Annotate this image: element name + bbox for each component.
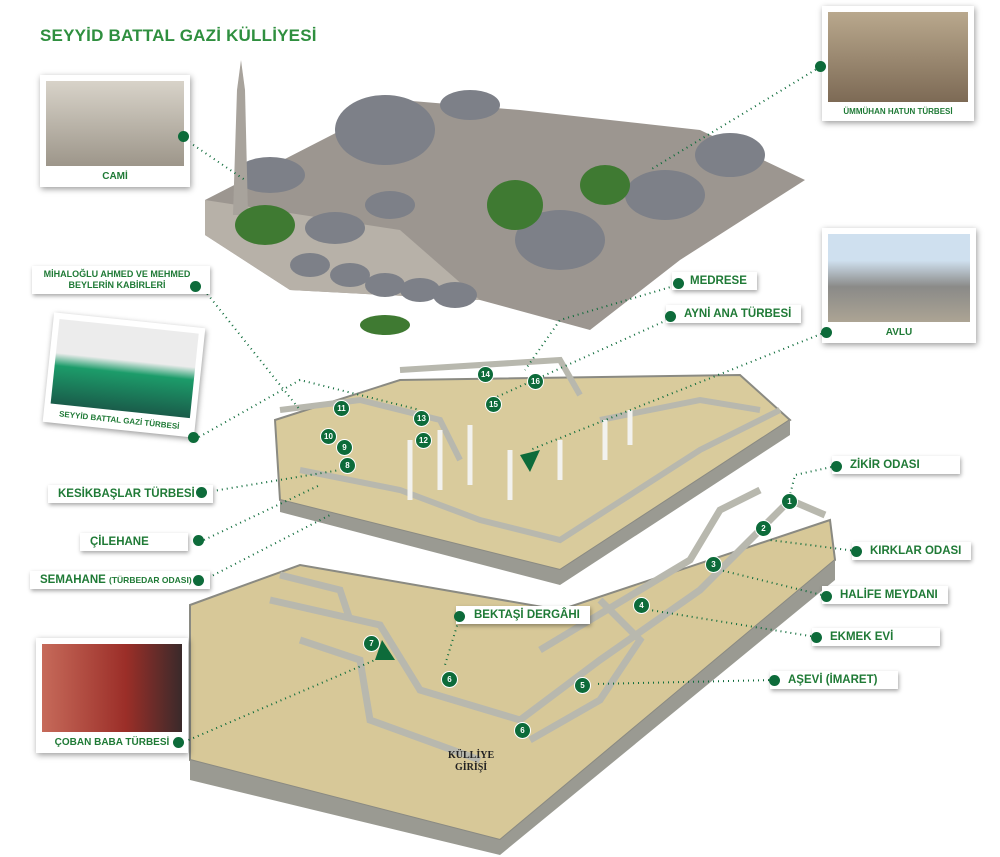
number-marker: 1: [781, 493, 798, 510]
marker-dot: [196, 487, 207, 498]
photo-ummuhan: ÜMMÜHAN HATUN TÜRBESİ: [822, 6, 974, 121]
number-marker: 5: [574, 677, 591, 694]
photo-image: [42, 644, 182, 732]
arrow-icon: [375, 640, 395, 660]
photo-image: [50, 318, 199, 419]
marker-dot: [831, 461, 842, 472]
number-marker: 10: [320, 428, 337, 445]
entrance-line1: KÜLLİYE: [448, 750, 495, 761]
label-ekmek: EKMEK EVİ: [812, 628, 940, 646]
marker-dot: [188, 432, 199, 443]
marker-dot: [173, 737, 184, 748]
entrance-line2: GİRİŞİ: [454, 762, 488, 773]
arrow-icon: [520, 450, 540, 472]
photo-caption: ÜMMÜHAN HATUN TÜRBESİ: [843, 107, 953, 116]
marker-dot: [193, 575, 204, 586]
number-marker: 16: [527, 373, 544, 390]
marker-dot: [193, 535, 204, 546]
label-text: SEMAHANE: [40, 574, 106, 586]
number-marker: 12: [415, 432, 432, 449]
page-title: SEYYİD BATTAL GAZİ KÜLLİYESİ: [40, 26, 317, 45]
label-halife: HALİFE MEYDANI: [822, 586, 948, 604]
number-marker: 8: [339, 457, 356, 474]
leader-lines: [183, 66, 857, 743]
photo-caption: ÇOBAN BABA TÜRBESİ: [54, 737, 170, 748]
marker-dot: [454, 611, 465, 622]
minaret: [233, 60, 248, 215]
domes: [235, 90, 765, 308]
number-marker: 13: [413, 410, 430, 427]
photo-caption: CAMİ: [102, 171, 128, 182]
label-zikir: ZİKİR ODASI: [832, 456, 960, 474]
label-kirklar: KIRKLAR ODASI: [852, 542, 972, 560]
photo-avlu: AVLU: [822, 228, 976, 343]
number-marker: 11: [333, 400, 350, 417]
marker-dot: [769, 675, 780, 686]
middle-floor-edge: [280, 420, 790, 585]
number-marker: 4: [633, 597, 650, 614]
marker-dot: [190, 281, 201, 292]
number-marker: 6: [514, 722, 531, 739]
columns: [407, 410, 633, 500]
number-marker: 14: [477, 366, 494, 383]
marker-dot: [665, 311, 676, 322]
marker-dot: [673, 278, 684, 289]
label-mihaloglu: MİHALOĞLU AHMED VE MEHMED BEYLERİN KABİR…: [32, 266, 210, 294]
label-semahane: SEMAHANE (TÜRBEDAR ODASI): [30, 571, 210, 589]
photo-image: [46, 81, 184, 166]
number-marker: 6: [441, 671, 458, 688]
label-cilehane: ÇİLEHANE: [80, 533, 188, 551]
marker-dot: [851, 546, 862, 557]
photo-coban: ÇOBAN BABA TÜRBESİ: [36, 638, 188, 753]
photo-cami: CAMİ: [40, 75, 190, 187]
trees: [235, 165, 630, 335]
photo-caption: AVLU: [885, 327, 913, 338]
label-kesikbaslar: KESİKBAŞLAR TÜRBESİ: [48, 485, 213, 503]
lower-floor-plan: [189, 518, 837, 842]
label-bektasi: BEKTAŞİ DERGÂHI: [456, 606, 590, 624]
middle-walls: [279, 356, 782, 544]
label-medrese: MEDRESE: [672, 272, 757, 290]
marker-dot: [811, 632, 822, 643]
photo-image: [828, 234, 970, 322]
label-subtext: (TÜRBEDAR ODASI): [109, 575, 192, 585]
marker-dot: [821, 591, 832, 602]
number-marker: 3: [705, 556, 722, 573]
marker-dot: [815, 61, 826, 72]
lower-walls: [269, 486, 827, 764]
marker-dot: [178, 131, 189, 142]
photo-seyyid-turbe: SEYYİD BATTAL GAZİ TÜRBESİ: [42, 312, 206, 438]
number-marker: 2: [755, 520, 772, 537]
number-marker: 7: [363, 635, 380, 652]
label-asevi: AŞEVİ (İMARET): [770, 671, 898, 689]
marker-dot: [821, 327, 832, 338]
photo-image: [828, 12, 968, 102]
number-marker: 15: [485, 396, 502, 413]
number-marker: 9: [336, 439, 353, 456]
label-ayni-ana: AYNİ ANA TÜRBESİ: [666, 305, 802, 323]
